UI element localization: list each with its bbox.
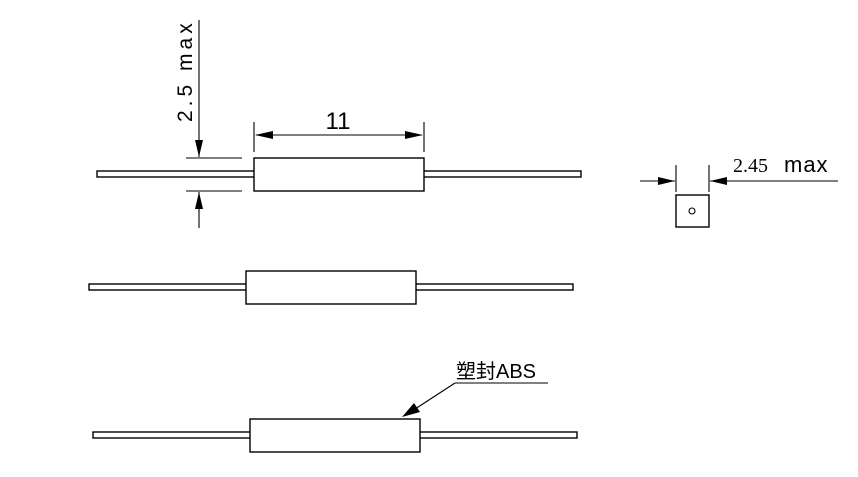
material-leader-line xyxy=(411,382,456,412)
lead-wire-right xyxy=(414,283,574,291)
material-leader-arrow xyxy=(402,403,420,417)
width-label-number: 2.45 xyxy=(733,155,768,177)
lead-wire-left xyxy=(88,283,248,291)
width-label-unit: max xyxy=(784,152,829,177)
lead-wire-left xyxy=(92,431,252,439)
lead-wire-left xyxy=(96,170,256,178)
component-view-plain xyxy=(88,270,574,305)
width-arrow-right xyxy=(710,177,727,185)
length-arrow-right xyxy=(405,131,423,139)
component-body xyxy=(249,418,421,453)
end-view-square xyxy=(675,194,710,228)
lead-wire-right xyxy=(422,170,582,178)
length-arrow-left xyxy=(255,131,273,139)
lead-wire-right xyxy=(418,431,578,439)
component-body xyxy=(245,270,417,305)
height-arrow-top xyxy=(195,140,203,157)
height-label: 2.5 max xyxy=(174,19,197,122)
end-view-lead-hole xyxy=(688,207,696,215)
component-view-material: 塑封ABS xyxy=(92,360,578,453)
length-label: 11 xyxy=(326,108,351,135)
component-body xyxy=(253,157,425,192)
material-label: 塑封ABS xyxy=(456,360,536,383)
component-end-view: 2.45 max xyxy=(640,152,838,228)
width-arrow-left xyxy=(658,177,675,185)
height-arrow-bottom xyxy=(195,192,203,209)
component-view-dimensioned: 11 2.5 max xyxy=(96,19,582,228)
